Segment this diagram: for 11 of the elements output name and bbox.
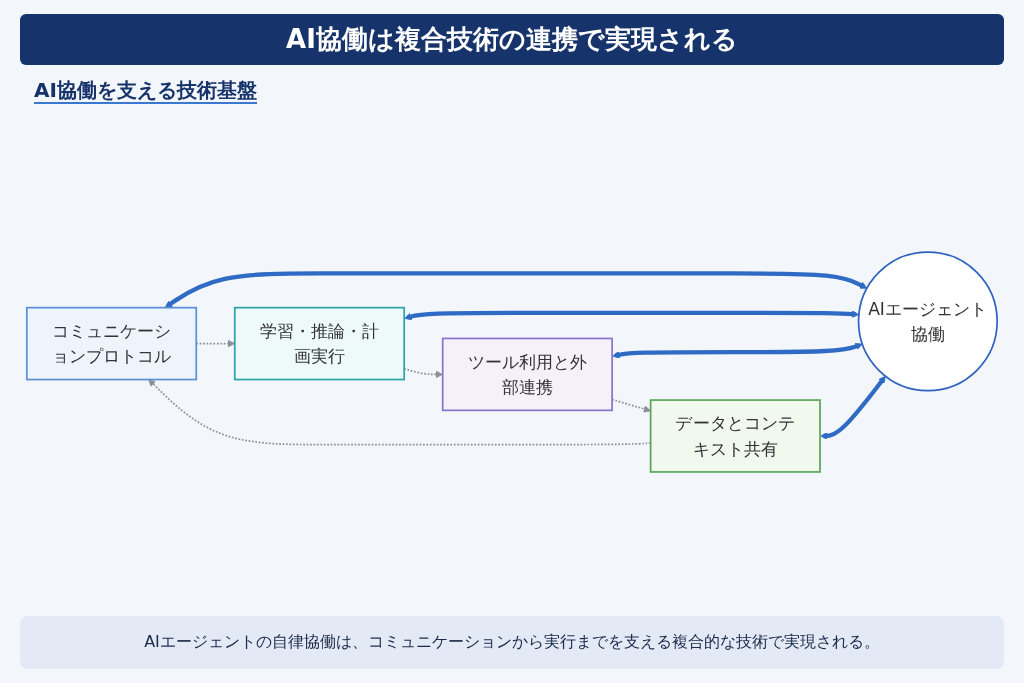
title-banner: AI協働は複合技術の連携で実現される	[20, 14, 1004, 65]
section-heading: AI協働を支える技術基盤	[34, 78, 257, 104]
node-box: 学習・推論・計画実行	[233, 306, 406, 381]
arrow	[820, 375, 886, 440]
node-box: コミュニケーションプロトコル	[26, 306, 198, 381]
node-circle: AIエージェント協働	[857, 251, 998, 392]
caption-panel: AIエージェントの自律協働は、コミュニケーションから実行までを支える複合的な技術で実現される。	[20, 616, 1004, 669]
arrow	[612, 342, 863, 359]
node-box: ツール利用と外部連携	[441, 337, 613, 412]
node-box: データとコンテキスト共有	[649, 399, 821, 473]
arrow	[164, 271, 868, 308]
